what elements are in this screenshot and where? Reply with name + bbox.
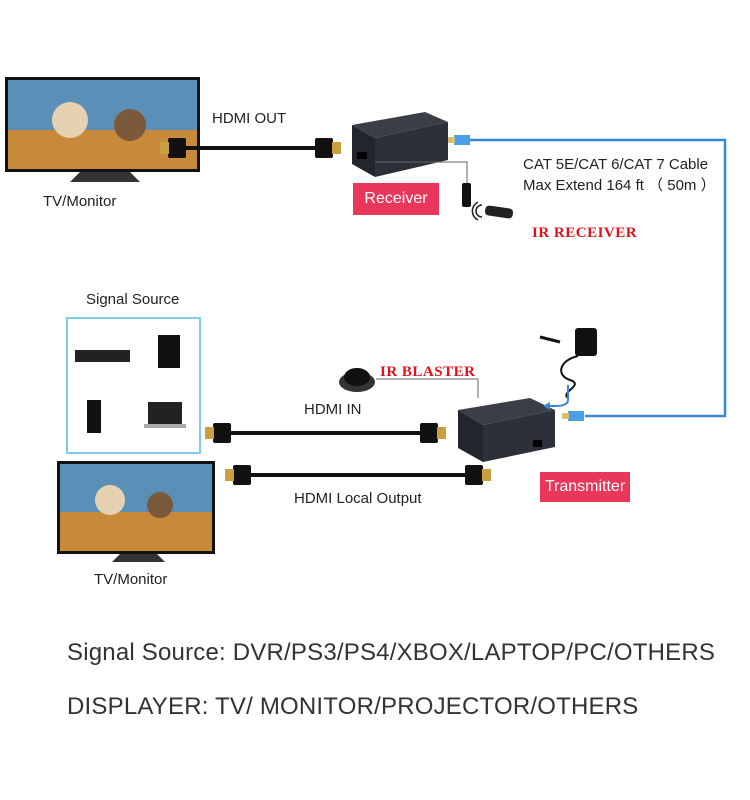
signal-source-list: Signal Source: DVR/PS3/PS4/XBOX/LAPTOP/P…: [67, 639, 716, 666]
receiver-device: [352, 112, 448, 177]
tv-monitor-top: [5, 77, 200, 182]
tv-monitor-bottom: [57, 461, 215, 562]
hdmi-local-output-label: HDMI Local Output: [294, 490, 422, 507]
ir-blaster-device: [339, 368, 479, 398]
signal-source-box: [66, 317, 201, 454]
receiver-tag: Receiver: [353, 183, 439, 215]
displayer-list: DISPLAYER: TV/ MONITOR/PROJECTOR/OTHERS: [67, 693, 639, 720]
tv-monitor-bottom-label: TV/Monitor: [94, 571, 168, 588]
transmitter-tag: Transmitter: [540, 472, 630, 502]
transmitter-device: [458, 398, 555, 462]
ps4-icon: [158, 335, 180, 368]
tv-monitor-top-label: TV/Monitor: [43, 193, 117, 210]
hdmi-in-label: HDMI IN: [304, 401, 362, 418]
ir-receiver-device: [375, 161, 514, 221]
power-adapter: [539, 328, 597, 410]
signal-source-label: Signal Source: [86, 291, 180, 308]
cable-type-label: CAT 5E/CAT 6/CAT 7 Cable: [523, 156, 709, 173]
network-cable: [448, 135, 727, 421]
hdmi-out-label: HDMI OUT: [212, 110, 287, 127]
ir-receiver-label: IR RECEIVER: [532, 225, 638, 241]
cable-distance-label: Max Extend 164 ft （ 50m ）: [523, 177, 716, 194]
ir-blaster-label: IR BLASTER: [380, 364, 476, 380]
hdmi-in-cable: [205, 423, 446, 443]
laptop-icon: [144, 402, 186, 428]
pc-icon: [87, 400, 101, 433]
hdmi-local-output-cable: [225, 465, 491, 485]
dvr-icon: [75, 350, 130, 362]
hdmi-out-cable: [160, 138, 341, 158]
